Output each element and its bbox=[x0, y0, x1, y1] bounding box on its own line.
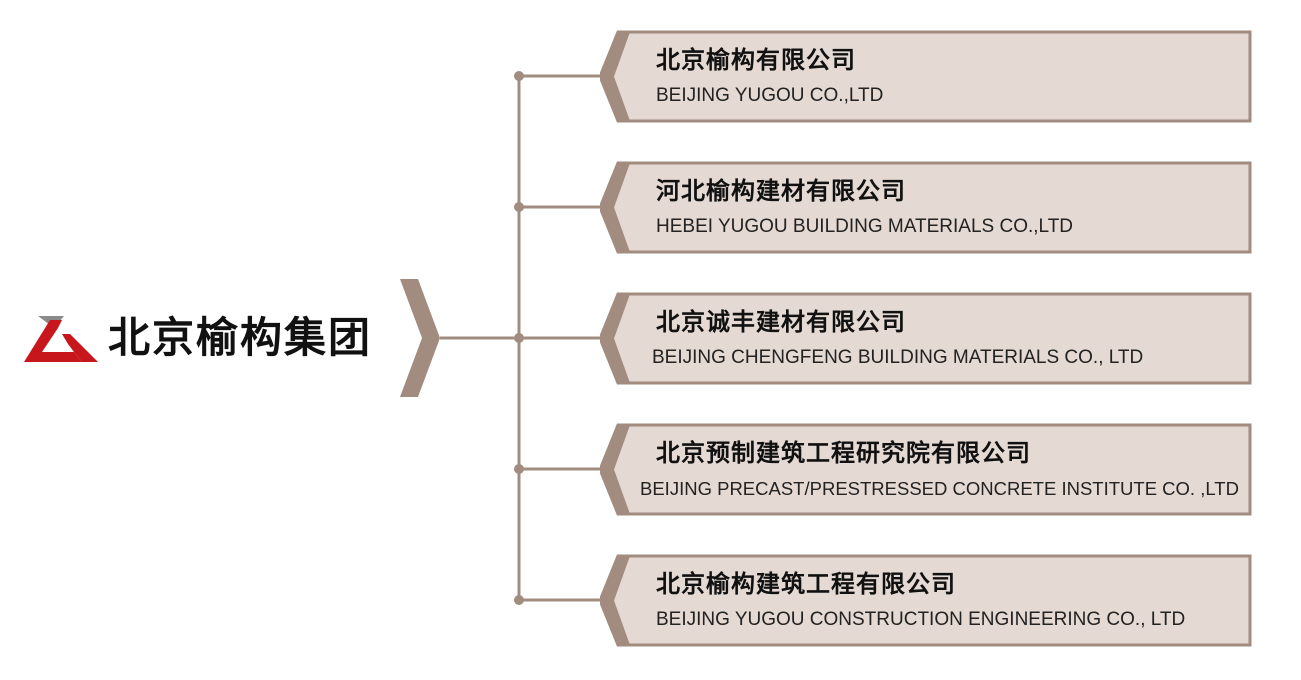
junction-dot bbox=[514, 333, 524, 343]
company-box-shape bbox=[600, 30, 1252, 123]
company-name-cn: 河北榆构建材有限公司 bbox=[656, 177, 906, 205]
company-name-en: BEIJING CHENGFENG BUILDING MATERIALS CO.… bbox=[652, 347, 1144, 368]
junction-dot bbox=[514, 71, 524, 81]
yugou-logo-icon bbox=[24, 316, 98, 362]
company-box-5: 北京榆构建筑工程有限公司 BEIJING YUGOU CONSTRUCTION … bbox=[600, 554, 1252, 647]
group-logo: 北京榆构集团 bbox=[24, 308, 372, 368]
junction-dot bbox=[514, 202, 524, 212]
company-name-cn: 北京预制建筑工程研究院有限公司 bbox=[656, 439, 1031, 467]
company-name-en: BEIJING YUGOU CO.,LTD bbox=[656, 85, 884, 106]
company-box-3: 北京诚丰建材有限公司 BEIJING CHENGFENG BUILDING MA… bbox=[600, 292, 1252, 385]
company-box-shape bbox=[600, 554, 1252, 647]
company-box-2: 河北榆构建材有限公司 HEBEI YUGOU BUILDING MATERIAL… bbox=[600, 161, 1252, 254]
company-box-shape bbox=[600, 292, 1252, 385]
company-box-1: 北京榆构有限公司 BEIJING YUGOU CO.,LTD bbox=[600, 30, 1252, 123]
junction-dot bbox=[514, 595, 524, 605]
junction-dot bbox=[514, 464, 524, 474]
company-name-en: BEIJING PRECAST/PRESTRESSED CONCRETE INS… bbox=[640, 478, 1239, 499]
company-box-4: 北京预制建筑工程研究院有限公司 BEIJING PRECAST/PRESTRES… bbox=[600, 423, 1252, 516]
company-name-cn: 北京榆构有限公司 bbox=[656, 46, 856, 74]
company-box-shape bbox=[600, 423, 1252, 516]
company-name-en: HEBEI YUGOU BUILDING MATERIALS CO.,LTD bbox=[656, 216, 1074, 237]
company-name-en: BEIJING YUGOU CONSTRUCTION ENGINEERING C… bbox=[656, 609, 1186, 630]
group-name: 北京榆构集团 bbox=[108, 313, 373, 362]
company-box-shape bbox=[600, 161, 1252, 254]
company-name-cn: 北京榆构建筑工程有限公司 bbox=[656, 570, 956, 598]
group-chevron bbox=[400, 279, 440, 397]
company-name-cn: 北京诚丰建材有限公司 bbox=[656, 308, 906, 336]
